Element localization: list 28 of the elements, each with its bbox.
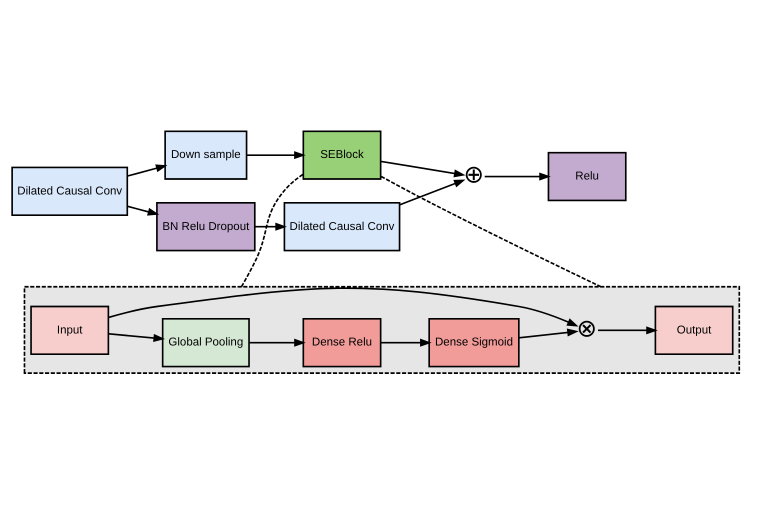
arrow [399,179,466,206]
arrow [254,222,287,231]
arrow [249,338,306,347]
connector [240,174,304,288]
arrow [598,326,658,334]
node-box: Dilated Causal Conv [284,202,400,252]
node-box: Output [654,306,734,356]
node-box: Global Pooling [162,318,250,368]
arrow [108,287,579,327]
node-box: Dilated Causal Conv [11,166,128,216]
node-text: ⊗ [576,316,598,343]
arrow [380,160,466,178]
node-box: SEBlock [302,130,382,180]
connector [380,175,602,288]
arrow [127,206,160,216]
node-box: Down sample [164,130,248,180]
arrow [518,328,579,339]
node-box: Relu [548,152,627,202]
node-box: Dense Sigmoid [428,318,520,368]
node-box: BN Relu Dropout [156,202,256,252]
arrow [108,333,165,342]
arrow [246,151,306,160]
arrow [127,164,168,177]
node-box: Dense Relu [302,318,382,368]
arrow [380,338,432,347]
node-box: Input [30,306,110,356]
node-text: ⊕ [464,162,485,189]
arrow [484,172,551,181]
